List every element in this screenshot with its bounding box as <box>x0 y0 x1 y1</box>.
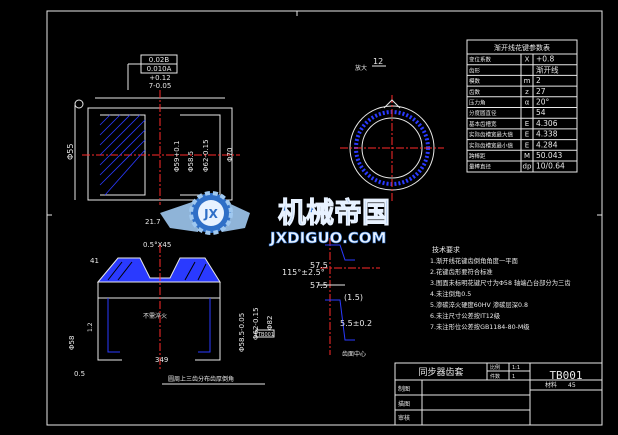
tech-title: 技术要求 <box>432 245 460 254</box>
hatch-note: 圆周上三齿分布齿厚倒角 <box>168 375 234 383</box>
param-val: 渐开线 <box>536 64 559 74</box>
tooth-detail: 115°±2.5° 57.5 57.5 (1.5) 5.5±0.2 齿面中心 <box>282 238 380 358</box>
view-label: 12 <box>373 57 383 66</box>
material-value: 45 <box>568 382 576 389</box>
qty-label: 件数 <box>490 373 500 380</box>
site-watermark: JX 机械帝国 JXDIGUO.COM <box>160 191 391 247</box>
param-val: +0.8 <box>536 55 554 64</box>
param-sym: α <box>525 99 530 107</box>
param-name: 基本齿槽宽 <box>469 120 497 128</box>
logo-letters: JX <box>203 207 218 221</box>
technical-requirements: 技术要求 1.渐开线花键齿倒角角度一平面 2.花键齿形要符合标准 3.图面未标明花键… <box>430 245 571 331</box>
tech-req-line: 4.未注倒角0.5 <box>430 289 471 298</box>
dim-41: 41 <box>90 257 99 265</box>
scale-label: 比例 <box>490 364 500 371</box>
dim-115: 115°±2.5° <box>282 268 325 277</box>
param-sym: E <box>525 120 529 128</box>
dim-left: Φ55 <box>66 144 75 160</box>
param-name: 分度圆直径 <box>469 109 497 117</box>
drawing-frame <box>46 10 603 426</box>
section-view-top: 0.02B 0.010A +0.12 7-0.05 Φ55 Φ59+0.1 Φ5… <box>66 54 240 226</box>
dim-bl-3: 0.5 <box>74 370 85 378</box>
tech-req-line: 2.花键齿形要符合标准 <box>430 267 493 276</box>
param-name: 压力角 <box>469 99 486 107</box>
param-name: 变位系数 <box>469 56 492 64</box>
watermark-title: 机械帝国 <box>278 196 390 229</box>
param-name: 实际齿槽宽最大值 <box>469 131 514 139</box>
drawing-number: TB001 <box>549 369 582 382</box>
param-name: 模数 <box>469 77 481 85</box>
param-val: 54 <box>536 108 546 117</box>
watermark-url: JXDIGUO.COM <box>269 229 386 247</box>
dim-bl-1: Φ58 <box>68 336 76 350</box>
params-table-title: 渐开线花键参数表 <box>494 43 550 52</box>
dim-15: (1.5) <box>344 293 363 302</box>
tech-req-line: 6.未注尺寸公差按IT12级 <box>430 311 501 320</box>
dim-vertical-4: Φ70 <box>226 148 234 162</box>
param-val: 4.338 <box>536 130 558 139</box>
small-tag-box <box>255 329 275 338</box>
param-sym: E <box>525 131 529 139</box>
param-sym: M <box>524 152 530 160</box>
dim-bm-2: Φ62-0.15 <box>252 307 260 340</box>
param-sym: dp <box>523 163 532 171</box>
wing-left-icon <box>160 200 198 232</box>
section-view-bottom: 0.5°X45 41 Φ58 1.2 0.5 Φ58.5-0.05 Φ62-0.… <box>68 241 275 385</box>
tolerance-frame-2: 0.010A <box>147 65 172 73</box>
param-val: 50.043 <box>536 151 562 160</box>
qty-value: 1 <box>512 374 515 380</box>
param-name: 跨棒距 <box>469 152 486 160</box>
dim-upper: +0.12 <box>149 74 170 82</box>
title-block: 同步器齿套 比例 1:1 件数 1 TB001 材料 45 制图 描图 审核 <box>394 362 603 426</box>
row-label-3: 审核 <box>398 414 410 422</box>
dim-vertical-2: Φ58.5 <box>187 151 195 172</box>
param-sym: m <box>524 77 531 85</box>
param-val: 2 <box>536 76 541 85</box>
dim-bm-1: Φ58.5-0.05 <box>238 313 246 352</box>
dim-217: 21.7 <box>145 218 161 226</box>
dim-vertical-3: Φ62-0.15 <box>202 139 210 172</box>
param-sym: E <box>525 141 529 149</box>
tolerance-frame-1: 0.02B <box>149 56 170 64</box>
view-tag: 放大 <box>355 64 367 72</box>
param-sym: X <box>525 56 530 64</box>
dim-bm-3: Φ82 <box>266 316 274 330</box>
tech-req-line: 1.渐开线花键齿倒角角度一平面 <box>430 256 518 265</box>
param-val: 4.306 <box>536 119 558 128</box>
param-name: 实际齿槽宽最小值 <box>469 141 514 149</box>
part-name: 同步器齿套 <box>418 366 463 378</box>
dim-vertical-1: Φ59+0.1 <box>173 141 181 172</box>
row-label-2: 描图 <box>398 400 410 408</box>
param-val: 4.284 <box>536 140 558 149</box>
param-val: 10/0.64 <box>536 162 565 171</box>
tech-req-line: 5.渗碳淬火硬度60HV 渗碳层深0.8 <box>430 300 528 309</box>
param-sym: z <box>525 88 529 96</box>
param-val: 27 <box>536 87 546 96</box>
dim-575-a: 57.5 <box>310 261 328 270</box>
gear-front-view: 放大 12 <box>340 57 444 202</box>
note-label-b: 不需淬火 <box>143 312 167 320</box>
dim-upper-2: 7-0.05 <box>149 82 172 90</box>
dim-575-b: 57.5 <box>310 281 328 290</box>
balloon <box>74 99 84 109</box>
note-label-a: 齿面中心 <box>342 350 366 358</box>
param-val: 20° <box>536 98 550 107</box>
param-name: 量棒直径 <box>469 163 492 171</box>
dim-bl-2: 1.2 <box>87 322 94 332</box>
dim-349: 349 <box>155 356 168 364</box>
scale-value: 1:1 <box>512 365 520 371</box>
tech-req-line: 3.图面未标明花键尺寸为Φ58 轴端凸台部分为三齿 <box>430 278 571 287</box>
param-name: 齿数 <box>469 88 481 96</box>
small-tag: TB001 <box>257 332 274 338</box>
row-label-1: 制图 <box>398 385 410 393</box>
param-name: 齿形 <box>469 66 481 74</box>
dim-55: 5.5±0.2 <box>340 319 372 328</box>
material-label: 材料 <box>545 381 557 389</box>
tech-req-line: 7.未注形位公差按GB1184-80-M级 <box>430 322 530 331</box>
chamfer-label: 0.5°X45 <box>143 241 171 249</box>
